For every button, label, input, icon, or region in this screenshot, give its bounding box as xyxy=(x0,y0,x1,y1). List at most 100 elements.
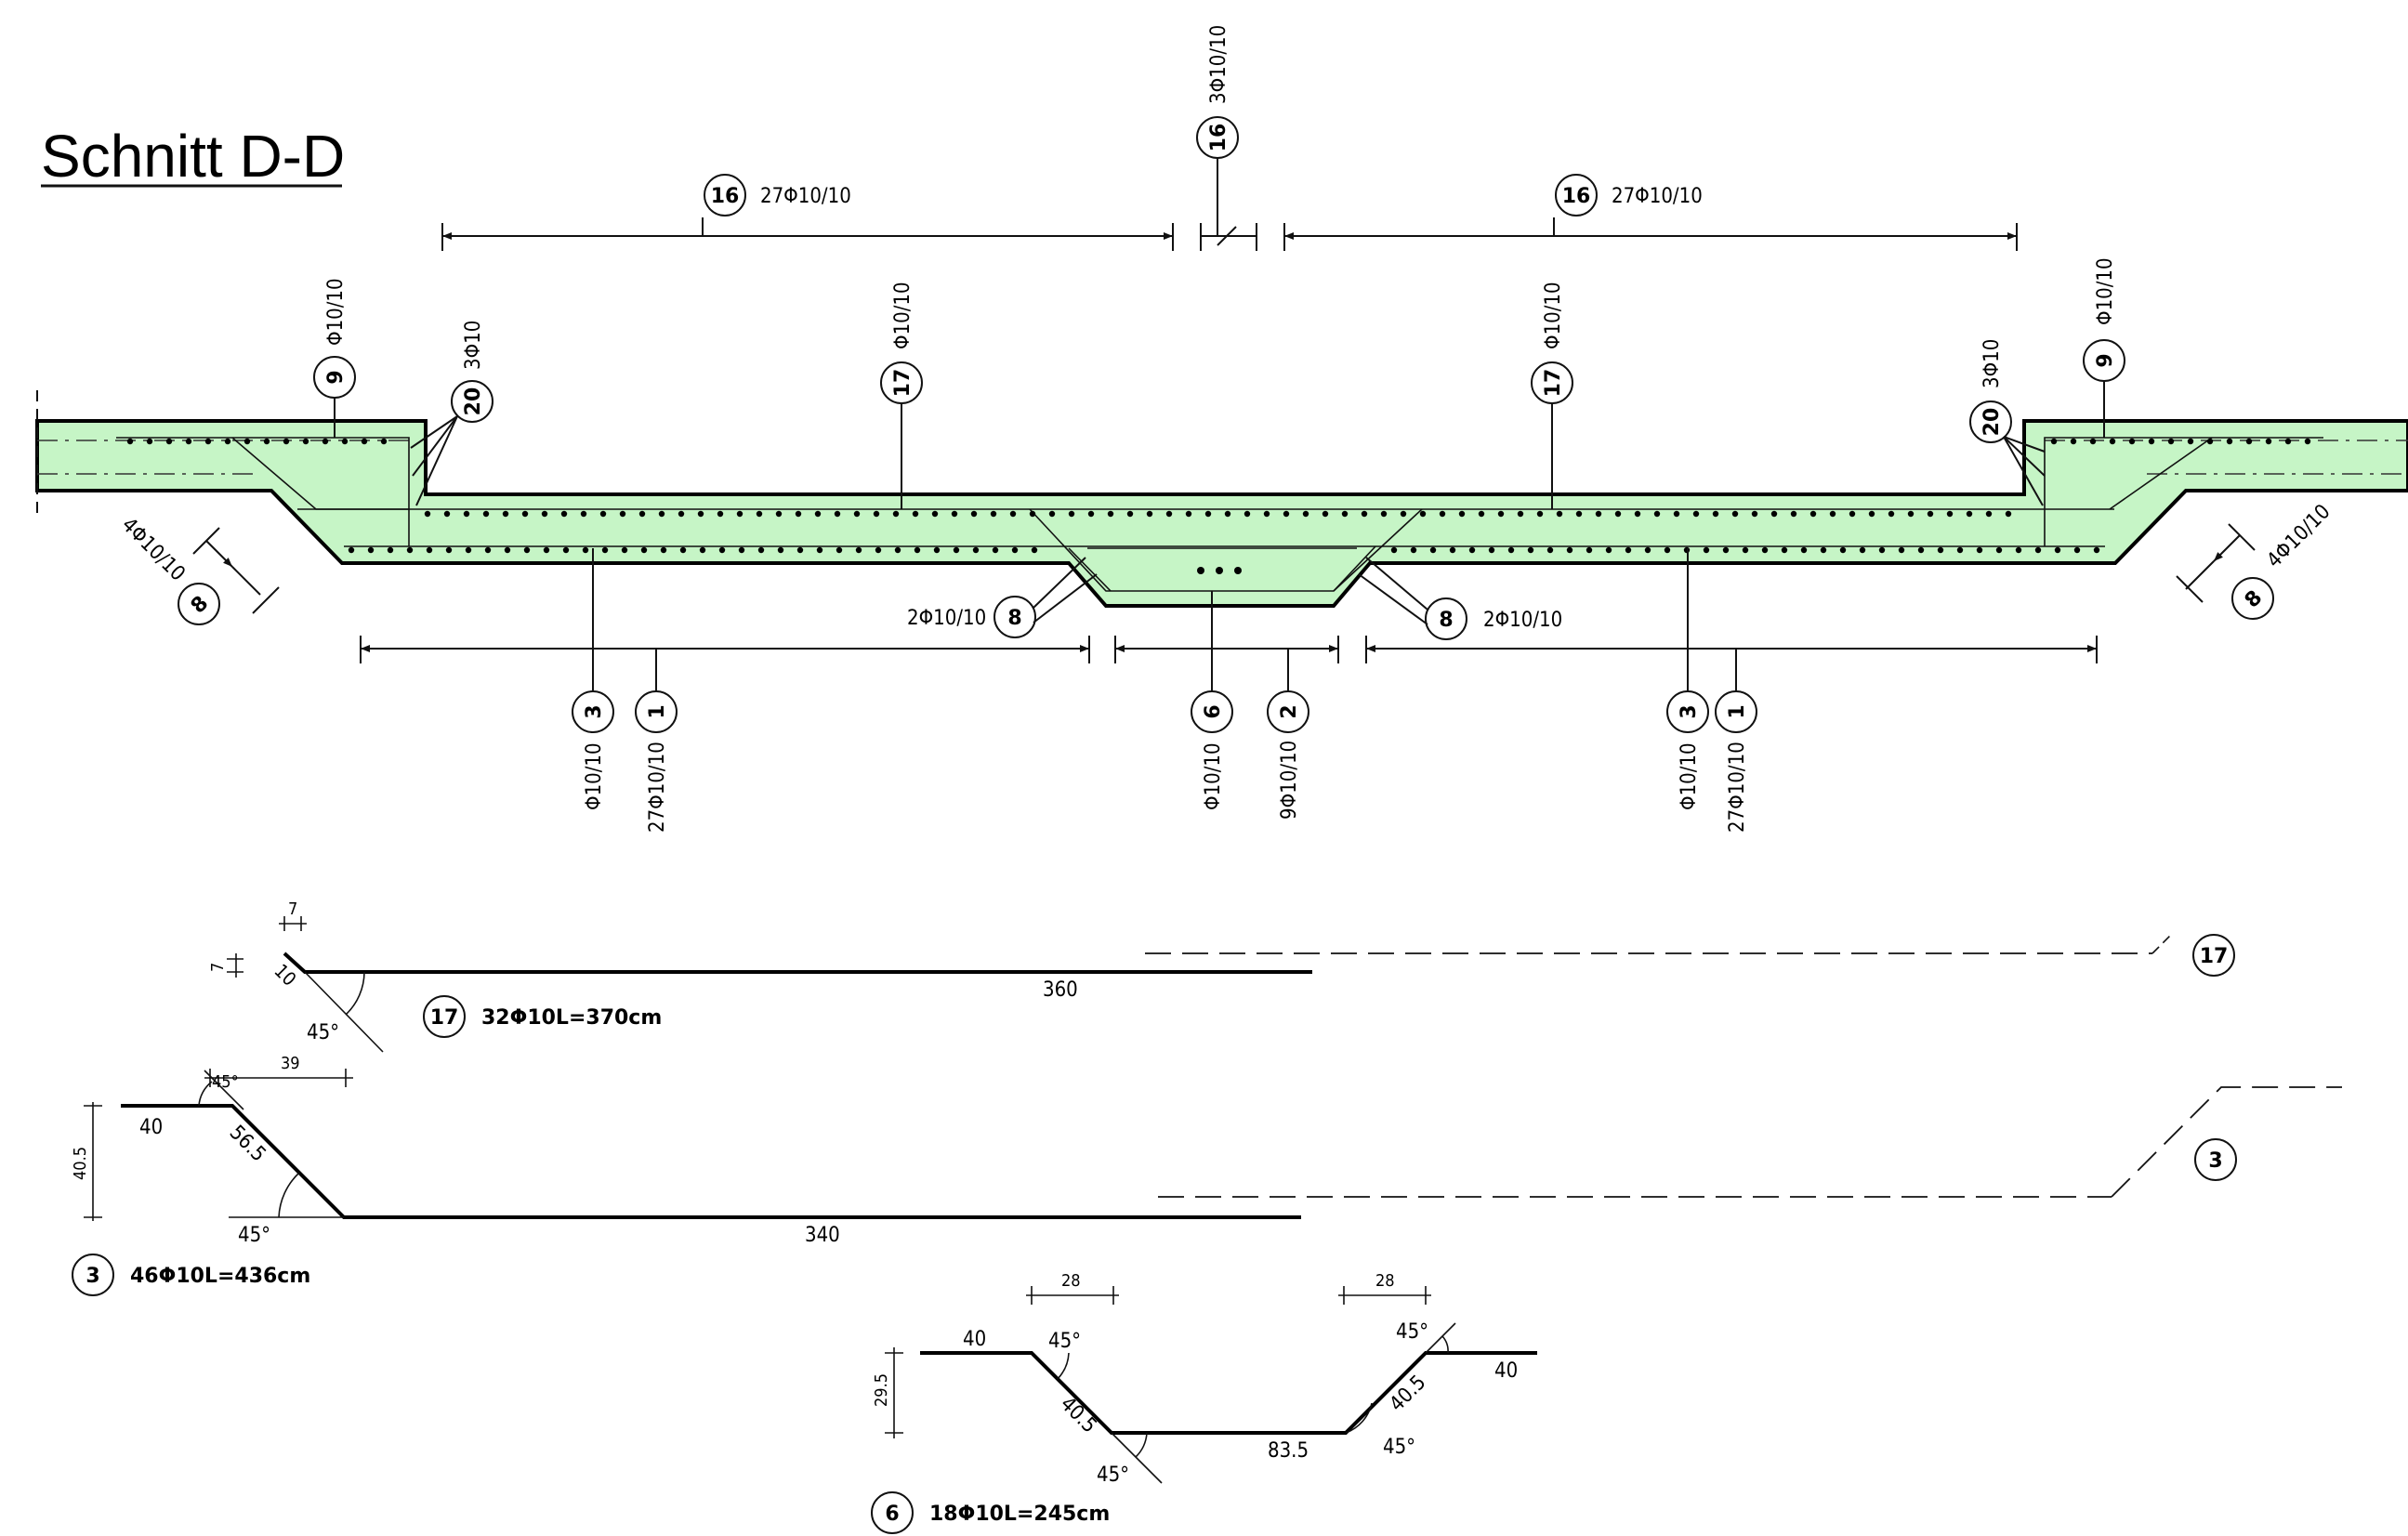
svg-text:2: 2 xyxy=(1278,704,1301,718)
svg-text:6: 6 xyxy=(885,1503,899,1526)
label-9-right: Φ10/10 xyxy=(2094,257,2117,325)
bar-6-spec: 18Φ10L=245cm xyxy=(929,1503,1110,1526)
rebar-dot xyxy=(1800,546,1808,554)
svg-text:3: 3 xyxy=(1678,704,1701,718)
rebar-dot xyxy=(283,438,290,445)
mark-8-outer-left: 8 xyxy=(178,527,280,625)
label-17-left: Φ10/10 xyxy=(891,282,915,349)
rebar-dot xyxy=(1011,546,1019,554)
rebar-dot xyxy=(1731,510,1739,518)
rebar-dot xyxy=(1790,510,1797,518)
bar-6-bottom: 83.5 xyxy=(1268,1439,1309,1463)
bar-6-dim-left: 28 xyxy=(1061,1271,1081,1291)
rebar-dot xyxy=(1722,546,1730,554)
rebar-dot xyxy=(1625,546,1632,554)
rebar-dot xyxy=(697,510,704,518)
rebar-dot xyxy=(836,546,843,554)
label-20-left: 3Φ10 xyxy=(462,321,485,370)
rebar-dot xyxy=(2050,438,2058,445)
rebar-dot xyxy=(1839,546,1847,554)
bar-17-mark: 17 xyxy=(423,995,466,1038)
rebar-dot xyxy=(638,510,646,518)
rebar-dot xyxy=(1068,510,1075,518)
rebar-dot xyxy=(1664,546,1671,554)
label-16-left: 27Φ10/10 xyxy=(760,185,851,208)
rebar-dot xyxy=(1536,510,1544,518)
dim-16-right xyxy=(1283,217,2018,251)
rebar-dot xyxy=(1868,510,1875,518)
mark-8-inner-right: 8 xyxy=(1358,557,1467,640)
rebar-dot xyxy=(1419,510,1427,518)
rebar-dot xyxy=(204,438,212,445)
label-17-right: Φ10/10 xyxy=(1542,282,1565,349)
rebar-dot xyxy=(424,510,431,518)
rebar-dot xyxy=(1634,510,1641,518)
rebar-dot xyxy=(1390,546,1398,554)
svg-text:1: 1 xyxy=(646,704,669,718)
rebar-dot xyxy=(1146,510,1153,518)
rebar-dot xyxy=(1586,546,1593,554)
rebar-dot xyxy=(1126,510,1134,518)
mark-8-outer-right: 8 xyxy=(2176,523,2274,620)
rebar-dot xyxy=(1820,546,1827,554)
rebar-dot xyxy=(1224,510,1231,518)
rebar-dot xyxy=(1429,546,1437,554)
rebar-dot xyxy=(777,546,784,554)
rebar-dot xyxy=(2034,546,2042,554)
rebar-dot xyxy=(1243,510,1251,518)
rebar-lines xyxy=(37,437,2408,592)
rebar-dot xyxy=(953,546,960,554)
svg-text:3: 3 xyxy=(86,1265,99,1288)
rebar-dot xyxy=(2206,438,2214,445)
label-20-right: 3Φ10 xyxy=(1980,339,2004,388)
rebar-dot xyxy=(853,510,861,518)
label-8-inner-right: 2Φ10/10 xyxy=(1483,609,1562,632)
bar-17-dim-top: 7 xyxy=(288,899,297,919)
label-16-center: 3Φ10/10 xyxy=(1207,25,1230,104)
rebar-dot xyxy=(775,510,783,518)
rebar-dot xyxy=(1995,546,2003,554)
rebar-dot xyxy=(502,510,509,518)
rebar-dot xyxy=(796,546,804,554)
svg-text:17: 17 xyxy=(2200,945,2229,968)
rebar-dot xyxy=(1283,510,1290,518)
bar-17-ref-mark: 17 xyxy=(2192,934,2235,977)
svg-text:8: 8 xyxy=(1439,609,1453,632)
rebar-dot xyxy=(2284,438,2292,445)
rebar-dot xyxy=(426,546,433,554)
label-3-right: Φ10/10 xyxy=(1678,742,1701,810)
rebar-dot xyxy=(1029,510,1036,518)
svg-text:3: 3 xyxy=(2208,1149,2222,1173)
rebar-dot xyxy=(380,438,388,445)
svg-text:3: 3 xyxy=(583,704,606,718)
dim-bottom-center xyxy=(1114,591,1339,691)
svg-text:17: 17 xyxy=(891,369,915,398)
rebar-dot xyxy=(933,546,941,554)
rebar-dot xyxy=(482,510,490,518)
rebar-dot xyxy=(834,510,841,518)
rebar-dot xyxy=(1751,510,1758,518)
rebar-dot xyxy=(2304,438,2311,445)
rebar-dots-bottom xyxy=(348,546,2100,554)
label-8-outer-left: 4Φ10/10 xyxy=(117,514,190,586)
rebar-dot xyxy=(582,546,589,554)
bar-17-angle: 45° xyxy=(307,1021,339,1044)
svg-text:6: 6 xyxy=(1202,704,1225,718)
bar-3-angle-bottom: 45° xyxy=(238,1224,270,1247)
rebar-dot xyxy=(601,546,609,554)
dim-bottom-right xyxy=(1365,548,2098,691)
rebar-dot xyxy=(814,510,822,518)
rebar-dot xyxy=(875,546,882,554)
bar-3-dim-top: 39 xyxy=(281,1054,300,1073)
rebar-dot xyxy=(560,510,568,518)
rebar-dot xyxy=(1907,510,1915,518)
concrete-section xyxy=(35,419,2408,608)
svg-text:8: 8 xyxy=(1007,607,1021,630)
rebar-dot xyxy=(894,546,901,554)
rebar-dot xyxy=(523,546,531,554)
label-8-inner-left: 2Φ10/10 xyxy=(907,607,986,630)
rebar-dot xyxy=(367,546,375,554)
rebar-dot xyxy=(2093,546,2100,554)
mark-3-right: 3 xyxy=(1666,690,1709,733)
rebar-dot xyxy=(1341,510,1349,518)
